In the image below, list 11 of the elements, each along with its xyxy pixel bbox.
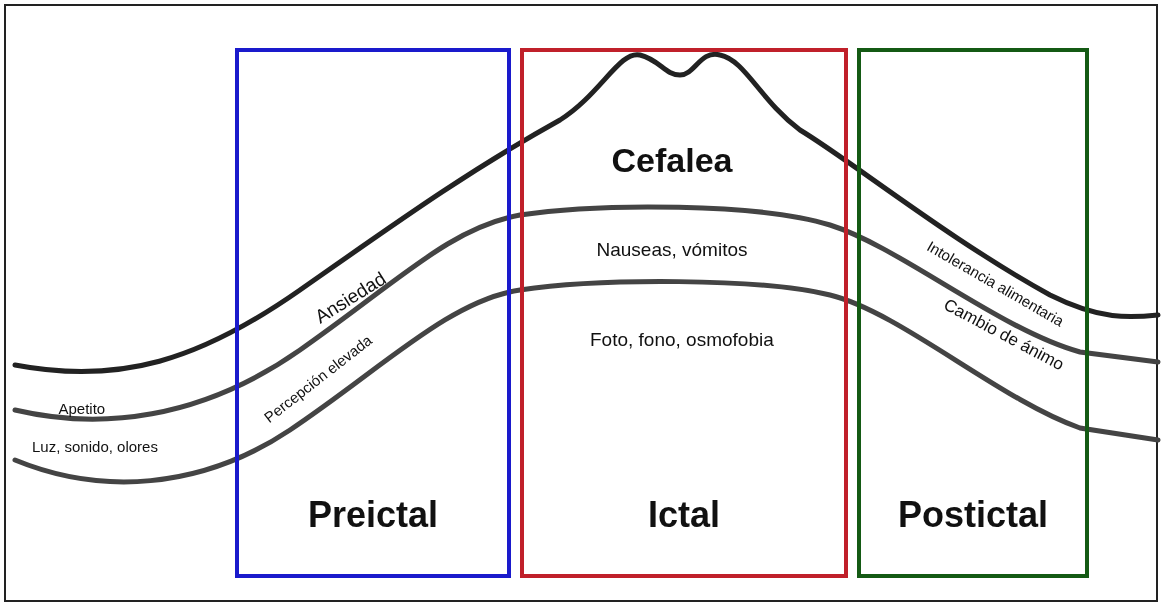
symptom-label: Nauseas, vómitos <box>596 239 748 261</box>
phase-box <box>857 48 1089 578</box>
symptom-label: Luz, sonido, olores <box>32 437 158 455</box>
symptom-label: Cefalea <box>611 140 733 180</box>
phase-title: Postictal <box>897 494 1048 536</box>
phase-title: Ictal <box>647 494 720 536</box>
phase-title: Preictal <box>307 494 439 536</box>
symptom-label: Foto, fono, osmofobia <box>590 329 774 351</box>
phase-box <box>520 48 848 578</box>
phase-box <box>235 48 511 578</box>
symptom-label: Apetito <box>58 399 106 417</box>
